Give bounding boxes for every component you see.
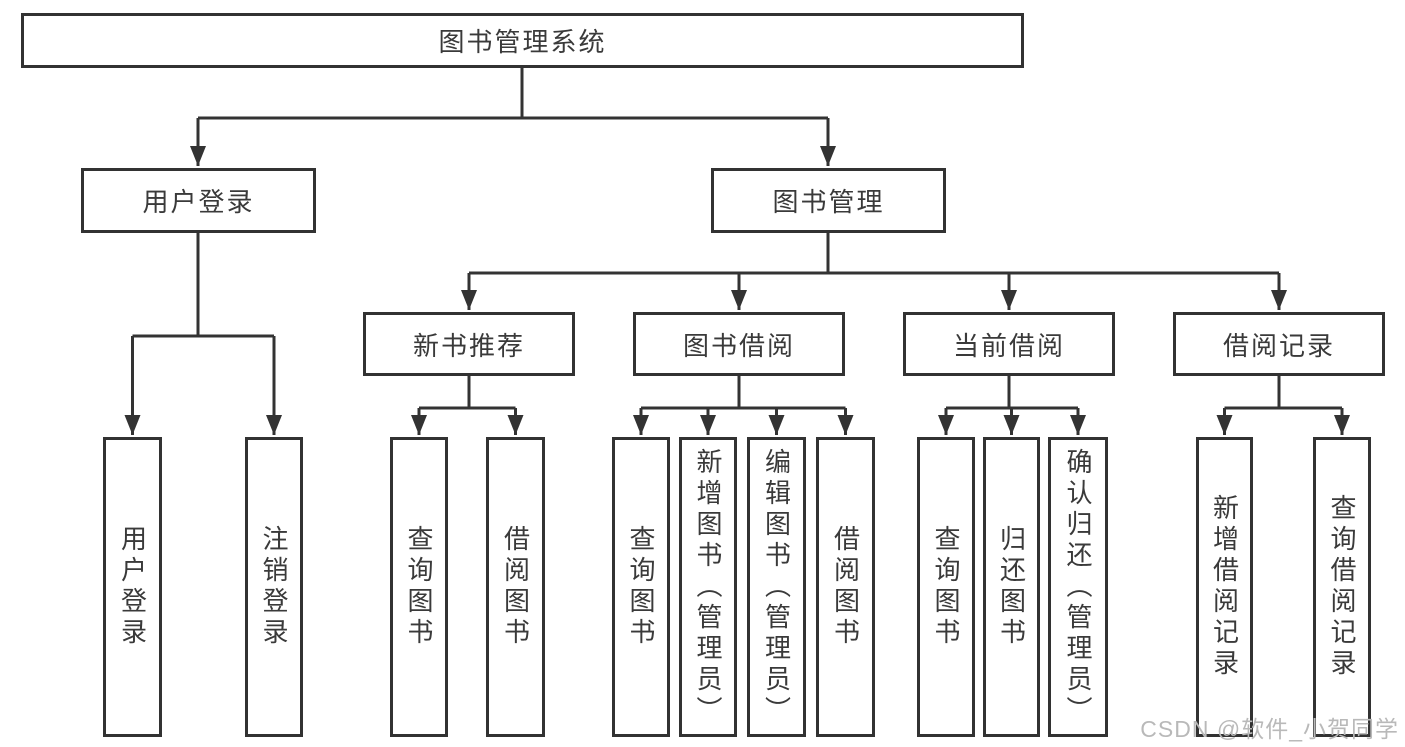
leaf-user-login-label: 用户登录 bbox=[117, 525, 148, 649]
leaf-user-login: 用户登录 bbox=[103, 437, 162, 737]
node-user-login: 用户登录 bbox=[81, 168, 316, 233]
leaf-query-books-3: 查询图书 bbox=[917, 437, 975, 737]
leaf-query-books-1-label: 查询图书 bbox=[404, 525, 434, 649]
node-new-book-recommend-label: 新书推荐 bbox=[412, 330, 525, 361]
leaf-query-borrow-record-label: 查询借阅记录 bbox=[1327, 494, 1357, 680]
node-book-borrowing-label: 图书借阅 bbox=[682, 330, 795, 361]
leaf-borrow-books-2-label: 借阅图书 bbox=[830, 525, 861, 649]
node-root: 图书管理系统 bbox=[21, 13, 1024, 68]
leaf-query-books-3-label: 查询图书 bbox=[931, 525, 961, 649]
leaf-logout: 注销登录 bbox=[245, 437, 303, 737]
leaf-borrow-books-2: 借阅图书 bbox=[816, 437, 875, 737]
leaf-add-book-admin-label: 新增图书（管理员） bbox=[693, 447, 723, 727]
leaf-borrow-books-1-label: 借阅图书 bbox=[500, 525, 531, 649]
node-current-borrowing-label: 当前借阅 bbox=[952, 330, 1065, 361]
node-root-label: 图书管理系统 bbox=[438, 27, 607, 57]
leaf-confirm-return-admin-label: 确认归还（管理员） bbox=[1063, 447, 1093, 727]
node-book-management: 图书管理 bbox=[711, 168, 946, 233]
leaf-edit-book-admin-label: 编辑图书（管理员） bbox=[761, 447, 792, 727]
node-book-management-label: 图书管理 bbox=[772, 187, 885, 217]
node-borrowing-records-label: 借阅记录 bbox=[1222, 330, 1335, 361]
leaf-add-borrow-record-label: 新增借阅记录 bbox=[1209, 494, 1240, 680]
leaf-borrow-books-1: 借阅图书 bbox=[486, 437, 545, 737]
leaf-query-books-2: 查询图书 bbox=[612, 437, 670, 737]
leaf-add-book-admin: 新增图书（管理员） bbox=[679, 437, 737, 737]
watermark: CSDN @软件_小贺同学 bbox=[1140, 716, 1399, 742]
leaf-return-book: 归还图书 bbox=[983, 437, 1040, 737]
node-borrowing-records: 借阅记录 bbox=[1173, 312, 1385, 376]
node-new-book-recommend: 新书推荐 bbox=[363, 312, 575, 376]
leaf-query-books-2-label: 查询图书 bbox=[626, 525, 656, 649]
leaf-confirm-return-admin: 确认归还（管理员） bbox=[1048, 437, 1108, 737]
node-book-borrowing: 图书借阅 bbox=[633, 312, 845, 376]
leaf-logout-label: 注销登录 bbox=[259, 525, 289, 649]
leaf-edit-book-admin: 编辑图书（管理员） bbox=[747, 437, 806, 737]
node-user-login-label: 用户登录 bbox=[142, 187, 255, 217]
leaf-query-books-1: 查询图书 bbox=[390, 437, 448, 737]
leaf-return-book-label: 归还图书 bbox=[996, 525, 1027, 649]
leaf-query-borrow-record: 查询借阅记录 bbox=[1313, 437, 1371, 737]
node-current-borrowing: 当前借阅 bbox=[903, 312, 1115, 376]
leaf-add-borrow-record: 新增借阅记录 bbox=[1196, 437, 1253, 737]
